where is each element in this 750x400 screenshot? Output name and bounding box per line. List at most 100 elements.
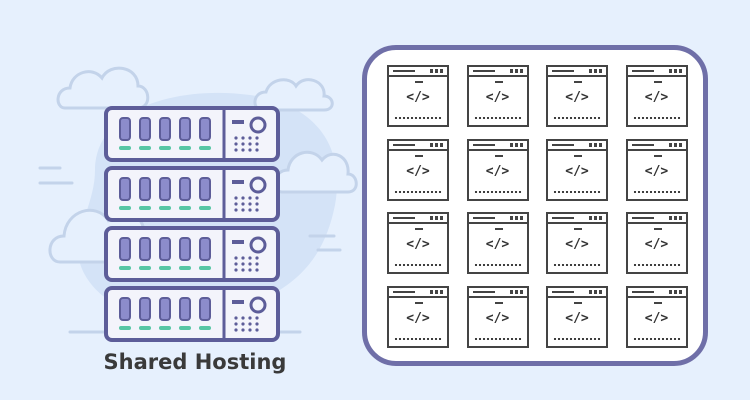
drive-slot [119,237,131,261]
window-titlebar [468,214,527,224]
code-window-icon: </> [387,138,449,201]
window-subline [653,81,662,83]
vent-hole [234,142,238,146]
server-unit [104,166,280,222]
drive-slot [139,237,151,261]
titlebar-line [472,217,495,219]
code-glyph: </> [644,237,669,252]
vent-hole [241,136,245,140]
server-unit [104,106,280,162]
status-led [159,146,171,150]
vent-hole [248,268,252,272]
vent-hole [255,256,259,260]
window-controls-icon [430,289,444,294]
window-titlebar [548,214,606,224]
window-subline [415,228,423,230]
titlebar-line [631,70,654,72]
titlebar-line [631,143,654,146]
titlebar-line [393,217,415,219]
code-glyph: </> [485,90,510,105]
status-led [159,206,171,210]
drive-slot [119,117,131,141]
code-window-icon: </> [466,212,529,274]
window-controls-icon [589,216,603,220]
code-window-icon: </> [546,212,608,274]
vent-hole [248,148,252,152]
indicator-bar [232,120,244,124]
indicator-bar [232,240,244,244]
window-subline [574,154,582,157]
window-controls-icon [589,69,603,73]
server-unit [104,226,280,282]
drive-slot [179,177,191,201]
power-button-icon [249,116,267,134]
code-window-icon: </> [466,65,529,127]
code-window-icon: </> [625,285,688,348]
window-controls-icon [668,289,683,294]
dotted-line [553,190,601,193]
drive-slot [179,237,191,261]
indicator-bar [232,300,244,304]
window-titlebar [389,140,447,151]
vent-hole [255,208,259,212]
window-controls-icon [430,216,444,220]
status-led [119,146,131,150]
vent-hole [234,148,238,152]
status-led [119,206,131,210]
window-subline [653,301,662,304]
dotted-line [394,337,442,340]
drive-slot [199,237,211,261]
titlebar-line [472,70,495,72]
vent-hole [248,328,252,332]
dotted-line [473,337,522,340]
code-glyph: </> [406,237,430,252]
status-led [139,146,151,150]
window-titlebar [389,67,447,77]
window-controls-icon [509,289,524,294]
vent-hole [255,136,259,140]
vent-hole [255,142,259,146]
window-titlebar [468,287,527,298]
window-subline [415,301,423,304]
server-unit [104,286,280,342]
window-subline [494,301,503,304]
vent-hole [234,328,238,332]
titlebar-line [552,290,574,293]
window-controls-icon [589,142,603,147]
code-window-icon: </> [466,285,529,348]
status-led [139,326,151,330]
window-titlebar [389,287,447,298]
window-controls-icon [509,69,524,73]
code-glyph: </> [565,310,589,326]
vent-hole [248,142,252,146]
code-window-icon: </> [546,138,608,201]
vent-hole [255,328,259,332]
code-window-icon: </> [546,65,608,127]
drive-slot [159,117,171,141]
status-led [179,206,191,210]
status-led [159,266,171,270]
dotted-line [553,117,601,119]
window-controls-icon [509,142,524,147]
vent-hole [248,256,252,260]
vent-hole [248,208,252,212]
vent-hole [241,148,245,152]
dotted-line [632,117,681,119]
window-titlebar [627,140,686,151]
dotted-line [473,264,522,266]
vent-hole [255,202,259,206]
code-window-icon: </> [387,285,449,348]
titlebar-line [393,143,415,146]
dotted-line [632,264,681,266]
dotted-line [394,264,442,266]
drive-slot [139,177,151,201]
status-led [139,266,151,270]
code-glyph: </> [485,237,510,252]
vent-hole [248,202,252,206]
window-controls-icon [430,69,444,73]
window-subline [494,228,503,230]
window-titlebar [389,214,447,224]
drive-slot [199,177,211,201]
status-led [119,266,131,270]
titlebar-line [552,217,574,219]
